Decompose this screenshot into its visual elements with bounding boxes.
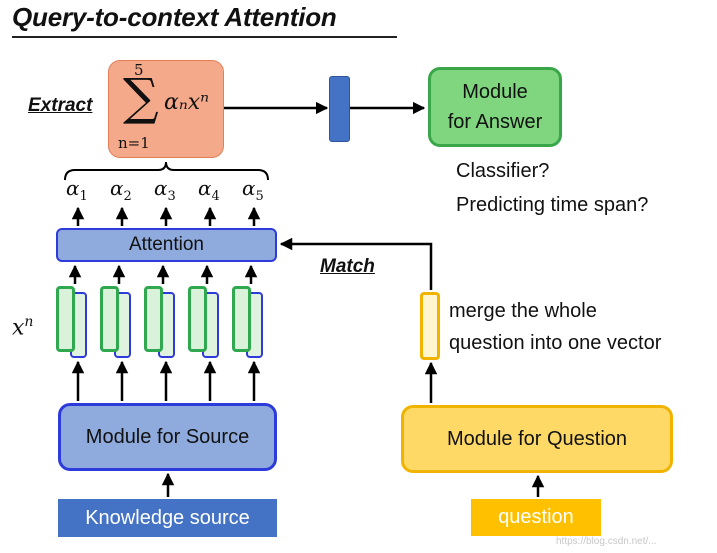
answer-module: Module for Answer: [428, 67, 562, 147]
extract-label: Extract: [28, 95, 93, 116]
answer-note-time-span: Predicting time span?: [456, 194, 649, 216]
alpha-1: α1: [66, 176, 88, 204]
title-underline: [12, 36, 397, 38]
xn-label: xn: [12, 314, 34, 341]
source-module-label: Module for Source: [85, 425, 250, 448]
vector-to-attention-arrows: [68, 264, 258, 284]
source-vector: [232, 286, 251, 352]
summation-upper-limit: 5: [134, 61, 144, 79]
question-module-label: Module for Question: [446, 427, 628, 450]
summation-sigma-icon: ∑: [123, 68, 159, 126]
source-vector: [144, 286, 163, 352]
alpha-4: α4: [198, 176, 220, 204]
page-title: Query-to-context Attention: [12, 2, 337, 32]
alpha-brace: [64, 161, 269, 181]
alpha-2: α2: [110, 176, 132, 204]
source-to-vector-arrows: [71, 360, 261, 401]
knowledge-source-box: Knowledge source: [58, 499, 277, 537]
knowledge-source-label: Knowledge source: [85, 506, 250, 529]
answer-module-line2: for Answer: [447, 111, 543, 133]
attention-label: Attention: [129, 234, 204, 255]
merge-note-line2: question into one vector: [449, 332, 662, 354]
answer-note-classifier: Classifier?: [456, 160, 550, 182]
answer-module-line1: Module: [462, 81, 528, 103]
source-vector: [56, 286, 75, 352]
watermark: https://blog.csdn.net/...: [556, 536, 657, 547]
alpha-5: α5: [242, 176, 264, 204]
summation-box: [108, 60, 224, 158]
attention-to-alpha-arrows: [71, 206, 261, 226]
question-vector: [420, 292, 440, 360]
alpha-3: α3: [154, 176, 176, 204]
source-module: Module for Source: [58, 403, 277, 471]
summation-lower-limit: n=1: [118, 134, 150, 152]
arrow-match-path: [279, 237, 433, 290]
answer-input-vector: [329, 76, 350, 142]
summation-expression: αₙxⁿ: [164, 90, 210, 115]
attention-module: Attention: [56, 228, 277, 262]
source-vector: [100, 286, 119, 352]
merge-note-line1: merge the whole: [449, 300, 597, 322]
match-label: Match: [320, 256, 375, 277]
question-module: Module for Question: [401, 405, 673, 473]
source-vector: [188, 286, 207, 352]
question-input-label: question: [498, 506, 574, 528]
question-input-box: question: [471, 499, 601, 536]
